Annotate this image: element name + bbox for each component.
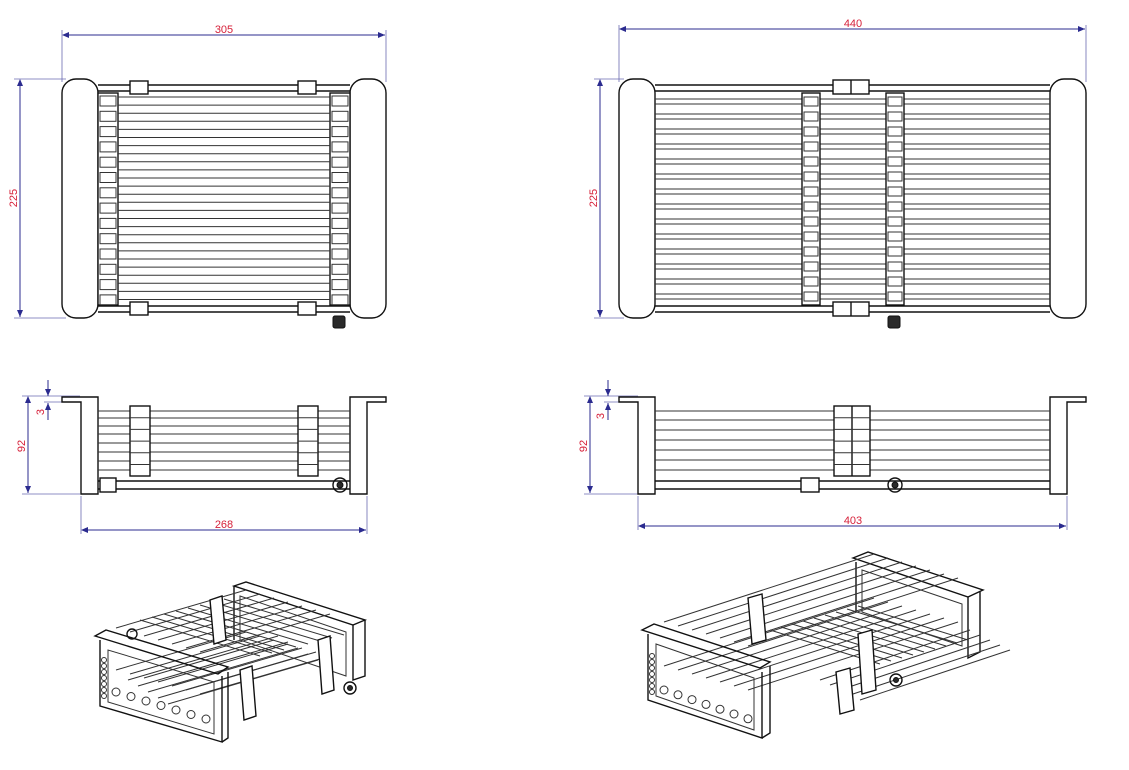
dim-small-top-width: 305 bbox=[215, 24, 233, 36]
dim-large-side-width: 403 bbox=[844, 515, 862, 527]
large-left-handle bbox=[618, 78, 656, 319]
large-isometric-view bbox=[640, 551, 1011, 739]
large-inner-rail-b bbox=[885, 92, 905, 306]
small-isometric-view bbox=[93, 581, 368, 743]
large-knob bbox=[887, 315, 901, 329]
dim-large-depth: 92 bbox=[578, 440, 590, 452]
large-right-handle bbox=[1049, 78, 1087, 319]
large-inner-rail-a bbox=[801, 92, 821, 306]
dim-small-depth: 92 bbox=[16, 440, 28, 452]
small-right-rail bbox=[329, 92, 351, 306]
large-top-view: 440 225 bbox=[588, 18, 1087, 329]
dim-large-top-width: 440 bbox=[844, 18, 862, 30]
dim-small-lip: 3 bbox=[35, 409, 47, 415]
small-left-handle bbox=[61, 78, 99, 319]
small-knob bbox=[332, 315, 346, 329]
small-right-handle bbox=[349, 78, 387, 319]
large-side-view: 92 3 403 bbox=[578, 380, 1087, 530]
dim-large-height: 225 bbox=[588, 189, 600, 207]
small-side-view: 92 3 268 bbox=[16, 380, 387, 534]
small-top-view: 305 225 bbox=[8, 24, 387, 329]
dim-small-height: 225 bbox=[8, 189, 20, 207]
dim-small-side-width: 268 bbox=[215, 519, 233, 531]
small-left-rail bbox=[97, 92, 119, 306]
dim-large-lip: 3 bbox=[595, 413, 607, 419]
